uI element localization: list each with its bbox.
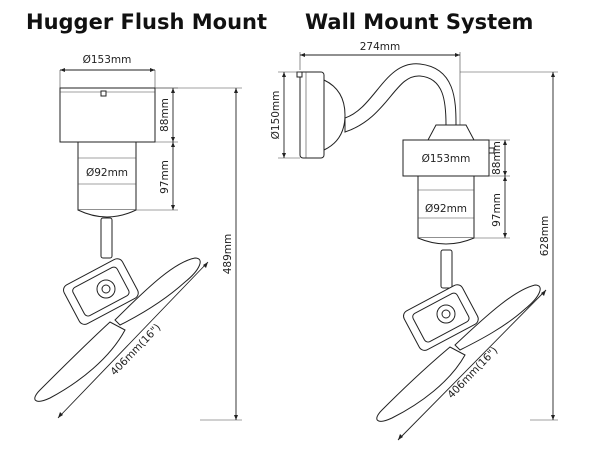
wall-mount-drawing: 274mm Ø150mm Ø153mm Ø92mm [270, 41, 558, 441]
wall-motor-height-label: 97mm [491, 193, 503, 227]
wall-arm-collar [427, 124, 475, 141]
hugger-blade-lower [34, 321, 126, 402]
wall-motor-diameter-label: Ø92mm [425, 203, 467, 215]
hugger-title: Hugger Flush Mount [26, 10, 268, 34]
wall-overall-height-label: 628mm [539, 216, 551, 257]
wall-plate-screw [296, 71, 303, 78]
wall-yoke [440, 249, 453, 289]
hugger-blade-upper [114, 257, 201, 326]
wall-arm-reach-label: 274mm [360, 41, 401, 53]
wall-plate-diameter-label: Ø150mm [270, 91, 282, 140]
wall-canopy-diameter-label: Ø153mm [422, 153, 471, 165]
hugger-overall-height-label: 489mm [222, 234, 234, 275]
wall-canopy [402, 139, 490, 177]
hugger-yoke [100, 217, 113, 259]
wall-plate [299, 71, 325, 159]
hugger-canopy-height-label: 88mm [159, 98, 171, 132]
wall-motor-housing [417, 175, 475, 239]
wall-mount-title: Wall Mount System [305, 10, 534, 34]
wall-plate-cover [323, 79, 346, 151]
hugger-motor-housing [77, 141, 137, 211]
wall-canopy-height-label: 88mm [491, 141, 503, 175]
hugger-canopy [59, 87, 156, 143]
hugger-canopy-diameter-label: Ø153mm [83, 54, 132, 66]
wall-canopy-screw [488, 147, 495, 154]
wall-blade-lower [376, 346, 466, 422]
hugger-canopy-screw [100, 90, 107, 97]
hugger-motor-height-label: 97mm [159, 160, 171, 194]
hugger-drawing: Ø153mm Ø92mm 88mm 97mm [34, 54, 242, 421]
wall-blade-upper [454, 284, 541, 351]
wall-arm [344, 63, 457, 133]
hugger-motor-diameter-label: Ø92mm [86, 167, 128, 179]
